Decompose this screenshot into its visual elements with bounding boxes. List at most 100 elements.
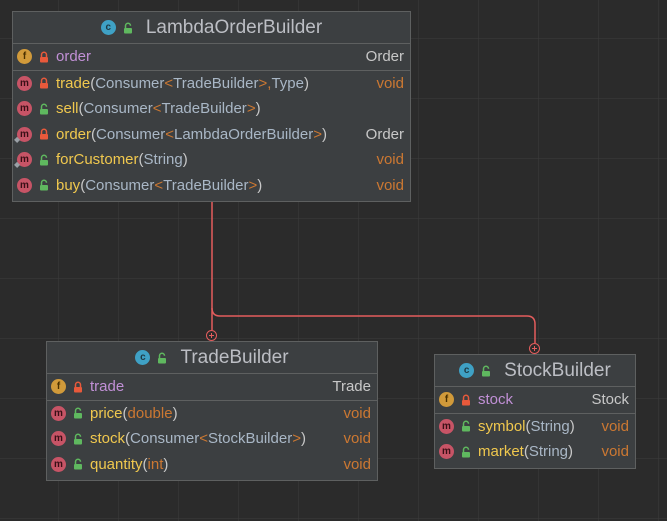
- param-token: <: [164, 74, 174, 92]
- paren-open: (: [90, 74, 96, 92]
- method-name: symbol: [478, 417, 526, 435]
- class-c-icon: c: [100, 20, 116, 35]
- method-name: trade: [56, 74, 91, 92]
- unlocked-padlock-icon: [74, 433, 82, 445]
- field-f-icon: f: [51, 379, 66, 395]
- param-token: >: [292, 430, 301, 448]
- field-type: Stock: [591, 391, 629, 409]
- static-marker-icon: ◆: [14, 134, 21, 144]
- field-f-icon: f: [439, 392, 454, 408]
- param-token: TradeBuilder: [163, 176, 249, 194]
- param-token: >: [248, 176, 258, 194]
- locked-padlock-icon: [74, 381, 82, 393]
- param-token: int: [147, 455, 164, 473]
- method-m-icon: m◆: [14, 126, 32, 144]
- paren-close: ): [182, 151, 188, 169]
- unlocked-padlock-icon: [158, 352, 167, 363]
- param-token: double: [127, 404, 173, 422]
- paren-close: ): [322, 125, 328, 143]
- param-token: TradeBuilder: [161, 100, 247, 118]
- locked-padlock-icon: [40, 51, 48, 63]
- composition-marker-trade: [206, 330, 217, 341]
- composition-marker-stock: [529, 343, 540, 354]
- paren-close: ): [568, 443, 574, 461]
- param-token: Type: [271, 74, 304, 92]
- paren-open: (: [78, 100, 84, 118]
- field-name: trade: [90, 378, 125, 396]
- param-token: StockBuilder: [207, 430, 293, 448]
- method-m-icon: m◆: [14, 152, 32, 169]
- node-header: c TradeBuilder: [47, 342, 377, 374]
- class-c-icon: c: [135, 350, 151, 365]
- param-token: <: [152, 100, 162, 118]
- edge-lambda-to-stock: [211, 307, 536, 343]
- unlocked-padlock-icon: [74, 407, 82, 419]
- unlocked-padlock-icon: [40, 154, 48, 166]
- param-token: Consumer: [130, 430, 200, 448]
- paren-close: ): [163, 455, 169, 473]
- return-type: void: [376, 74, 404, 92]
- unlocked-padlock-icon: [74, 458, 82, 470]
- paren-close: ): [172, 404, 178, 422]
- method-row[interactable]: m◆ order(Consumer<LambdaOrderBuilder>) Ord…: [13, 122, 410, 148]
- param-token: String: [530, 417, 570, 435]
- param-token: ,: [267, 74, 272, 92]
- method-m-icon: m: [17, 101, 32, 117]
- paren-open: (: [525, 417, 531, 435]
- field-name: order: [56, 48, 92, 66]
- paren-open: (: [125, 430, 131, 448]
- param-token: <: [199, 430, 208, 448]
- param-token: <: [154, 176, 164, 194]
- class-title: TradeBuilder: [180, 346, 289, 368]
- method-m-icon: m: [439, 444, 454, 460]
- method-row[interactable]: m◆forCustomer(String)void: [13, 147, 410, 173]
- unlocked-padlock-icon: [40, 103, 48, 115]
- method-m-icon: m: [17, 75, 32, 91]
- param-token: <: [165, 125, 174, 143]
- param-token: >: [246, 100, 256, 118]
- paren-open: (: [91, 125, 97, 143]
- class-title: LambdaOrderBuilder: [145, 16, 323, 38]
- param-token: String: [528, 443, 569, 461]
- paren-open: (: [142, 455, 148, 473]
- return-type: Order: [365, 125, 404, 143]
- method-name: forCustomer: [56, 151, 139, 169]
- field-name: stock: [478, 391, 514, 409]
- param-token: Consumer: [96, 125, 166, 143]
- unlocked-padlock-icon: [462, 420, 470, 432]
- method-m-icon: m: [51, 456, 66, 472]
- return-type: void: [601, 417, 629, 435]
- param-token: >: [258, 74, 268, 92]
- method-name: price: [90, 404, 123, 422]
- param-token: TradeBuilder: [173, 74, 259, 92]
- param-token: >: [313, 125, 323, 143]
- paren-close: ): [569, 417, 575, 435]
- method-name: order: [56, 125, 92, 143]
- paren-open: (: [138, 151, 144, 169]
- field-row[interactable]: f stock Stock: [435, 387, 635, 413]
- return-type: void: [343, 430, 371, 448]
- param-token: Consumer: [85, 176, 155, 194]
- locked-padlock-icon: [40, 77, 48, 89]
- unlocked-padlock-icon: [40, 179, 48, 191]
- node-header: c LambdaOrderBuilder: [13, 12, 410, 44]
- param-token: LambdaOrderBuilder: [174, 125, 314, 143]
